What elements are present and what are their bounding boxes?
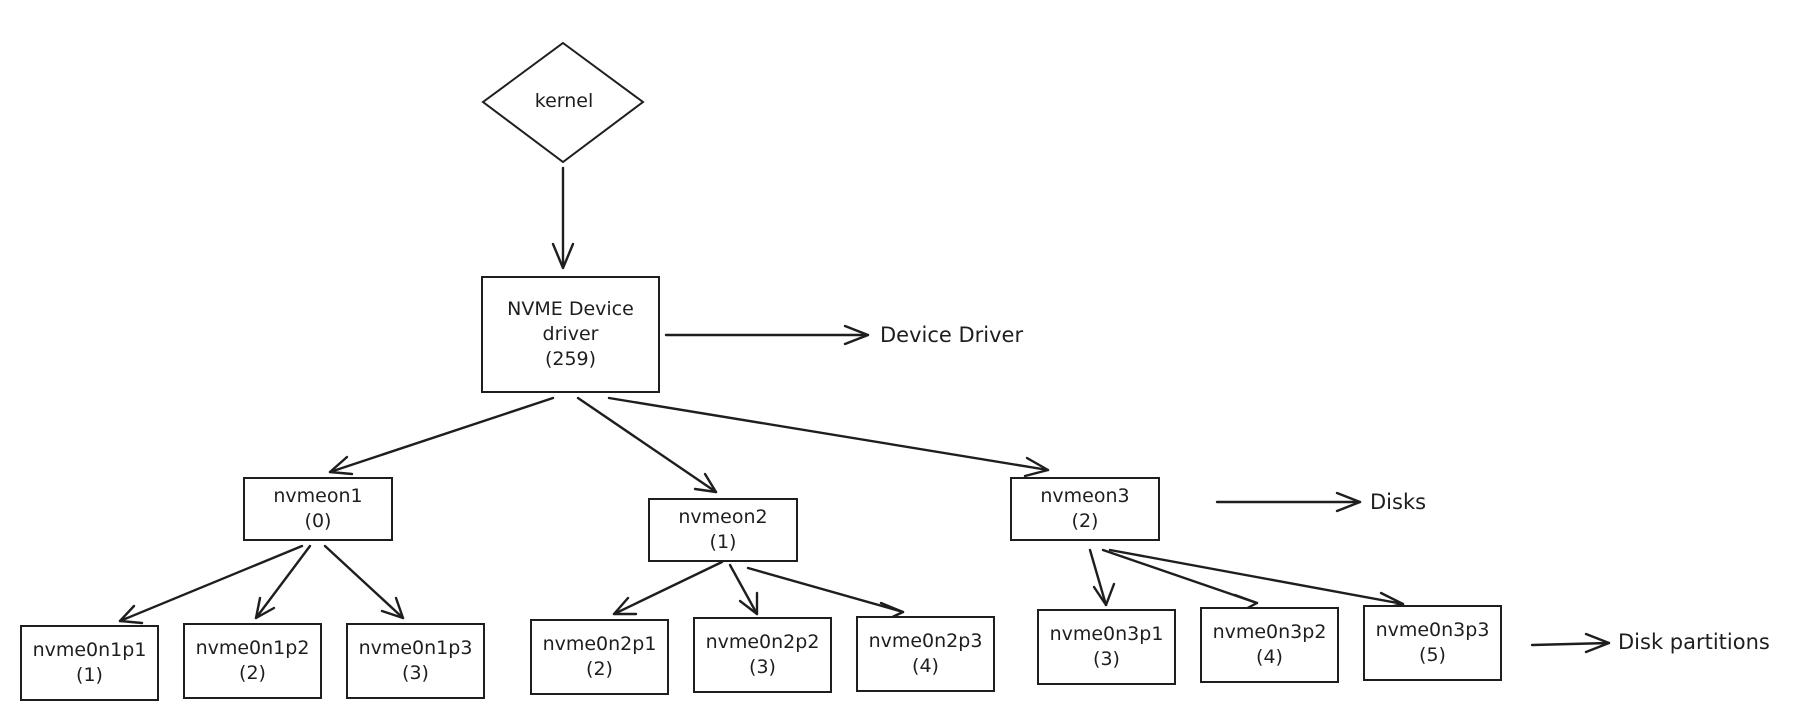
arrowhead — [118, 604, 144, 625]
driver-line1: NVME Device — [507, 298, 634, 320]
partition-name: nvme0n2p1 — [542, 633, 657, 655]
legend-disk-partitions: Disk partitions — [1618, 630, 1770, 654]
disk-node-nvmeon2: nvmeon2 (1) — [648, 498, 798, 562]
partition-name: nvme0n2p2 — [705, 631, 820, 653]
partition-number: (1) — [76, 664, 103, 686]
partition-name: nvme0n2p3 — [868, 630, 983, 652]
partition-number: (3) — [402, 662, 429, 684]
disk-number: (0) — [304, 510, 332, 532]
partition-name: nvme0n3p2 — [1212, 621, 1327, 643]
kernel-label: kernel — [534, 90, 594, 112]
partition-node-nvme0n3p2: nvme0n3p2 (4) — [1200, 607, 1339, 683]
edge-driver-nvmeon2 — [576, 396, 718, 494]
arrowhead — [1023, 456, 1050, 478]
arrowhead — [328, 455, 354, 476]
arrowhead — [380, 596, 405, 620]
partition-node-nvme0n3p1: nvme0n3p1 (3) — [1037, 609, 1176, 685]
arrowhead — [1335, 491, 1362, 513]
edge-partitions-legend — [1530, 641, 1611, 647]
arrowhead — [693, 472, 718, 494]
edge-n2-p2 — [728, 563, 759, 616]
arrowhead — [843, 324, 870, 346]
partition-node-nvme0n2p3: nvme0n2p3 (4) — [856, 616, 995, 692]
driver-line3: (259) — [544, 348, 597, 370]
partition-number: (3) — [749, 656, 776, 678]
arrowhead — [1584, 632, 1611, 654]
edge-driver-nvmeon3 — [607, 396, 1050, 472]
driver-line2: driver — [542, 323, 599, 345]
edge-driver-nvmeon1 — [328, 396, 555, 474]
partition-number: (4) — [912, 655, 939, 677]
disk-name: nvmeon2 — [678, 506, 768, 528]
disk-number: (1) — [709, 531, 737, 553]
arrowhead — [1092, 582, 1116, 607]
partition-node-nvme0n2p1: nvme0n2p1 (2) — [530, 619, 669, 695]
edge-n1-p3 — [323, 544, 405, 620]
partition-number: (4) — [1256, 646, 1283, 668]
partition-node-nvme0n1p3: nvme0n1p3 (3) — [346, 623, 485, 699]
edge-n2-p1 — [612, 560, 724, 616]
partition-number: (3) — [1093, 648, 1120, 670]
arrowhead — [551, 242, 575, 270]
disk-name: nvmeon3 — [1040, 485, 1130, 507]
partition-name: nvme0n1p1 — [32, 639, 147, 661]
disk-name: nvmeon1 — [273, 485, 363, 507]
partition-name: nvme0n1p3 — [358, 637, 473, 659]
kernel-diamond — [481, 41, 645, 164]
partition-name: nvme0n3p1 — [1049, 623, 1164, 645]
partition-node-nvme0n3p3: nvme0n3p3 (5) — [1363, 605, 1502, 681]
nvme-driver-node: NVME Device driver (259) — [481, 276, 660, 393]
partition-number: (5) — [1419, 644, 1446, 666]
edge-n2-p3 — [746, 566, 905, 614]
partition-name: nvme0n1p2 — [195, 637, 310, 659]
partition-node-nvme0n1p2: nvme0n1p2 (2) — [183, 623, 322, 699]
disk-node-nvmeon1: nvmeon1 (0) — [243, 477, 393, 541]
legend-disks: Disks — [1370, 490, 1427, 514]
arrowhead — [254, 596, 276, 620]
partition-name: nvme0n3p3 — [1375, 619, 1490, 641]
edge-n3-p2 — [1101, 548, 1259, 605]
edge-n1-p2 — [254, 544, 312, 620]
arrowhead — [738, 591, 759, 616]
partition-number: (2) — [586, 658, 613, 680]
legend-device-driver: Device Driver — [880, 323, 1024, 347]
arrowhead — [612, 596, 638, 616]
partition-node-nvme0n2p2: nvme0n2p2 (3) — [693, 617, 832, 693]
edge-n3-p1 — [1088, 548, 1108, 607]
edge-n1-p1 — [118, 544, 304, 623]
edge-n3-p3 — [1108, 548, 1405, 606]
partition-number: (2) — [239, 662, 266, 684]
disk-node-nvmeon3: nvmeon3 (2) — [1010, 477, 1160, 541]
disk-number: (2) — [1071, 510, 1099, 532]
partition-node-nvme0n1p1: nvme0n1p1 (1) — [20, 625, 159, 701]
